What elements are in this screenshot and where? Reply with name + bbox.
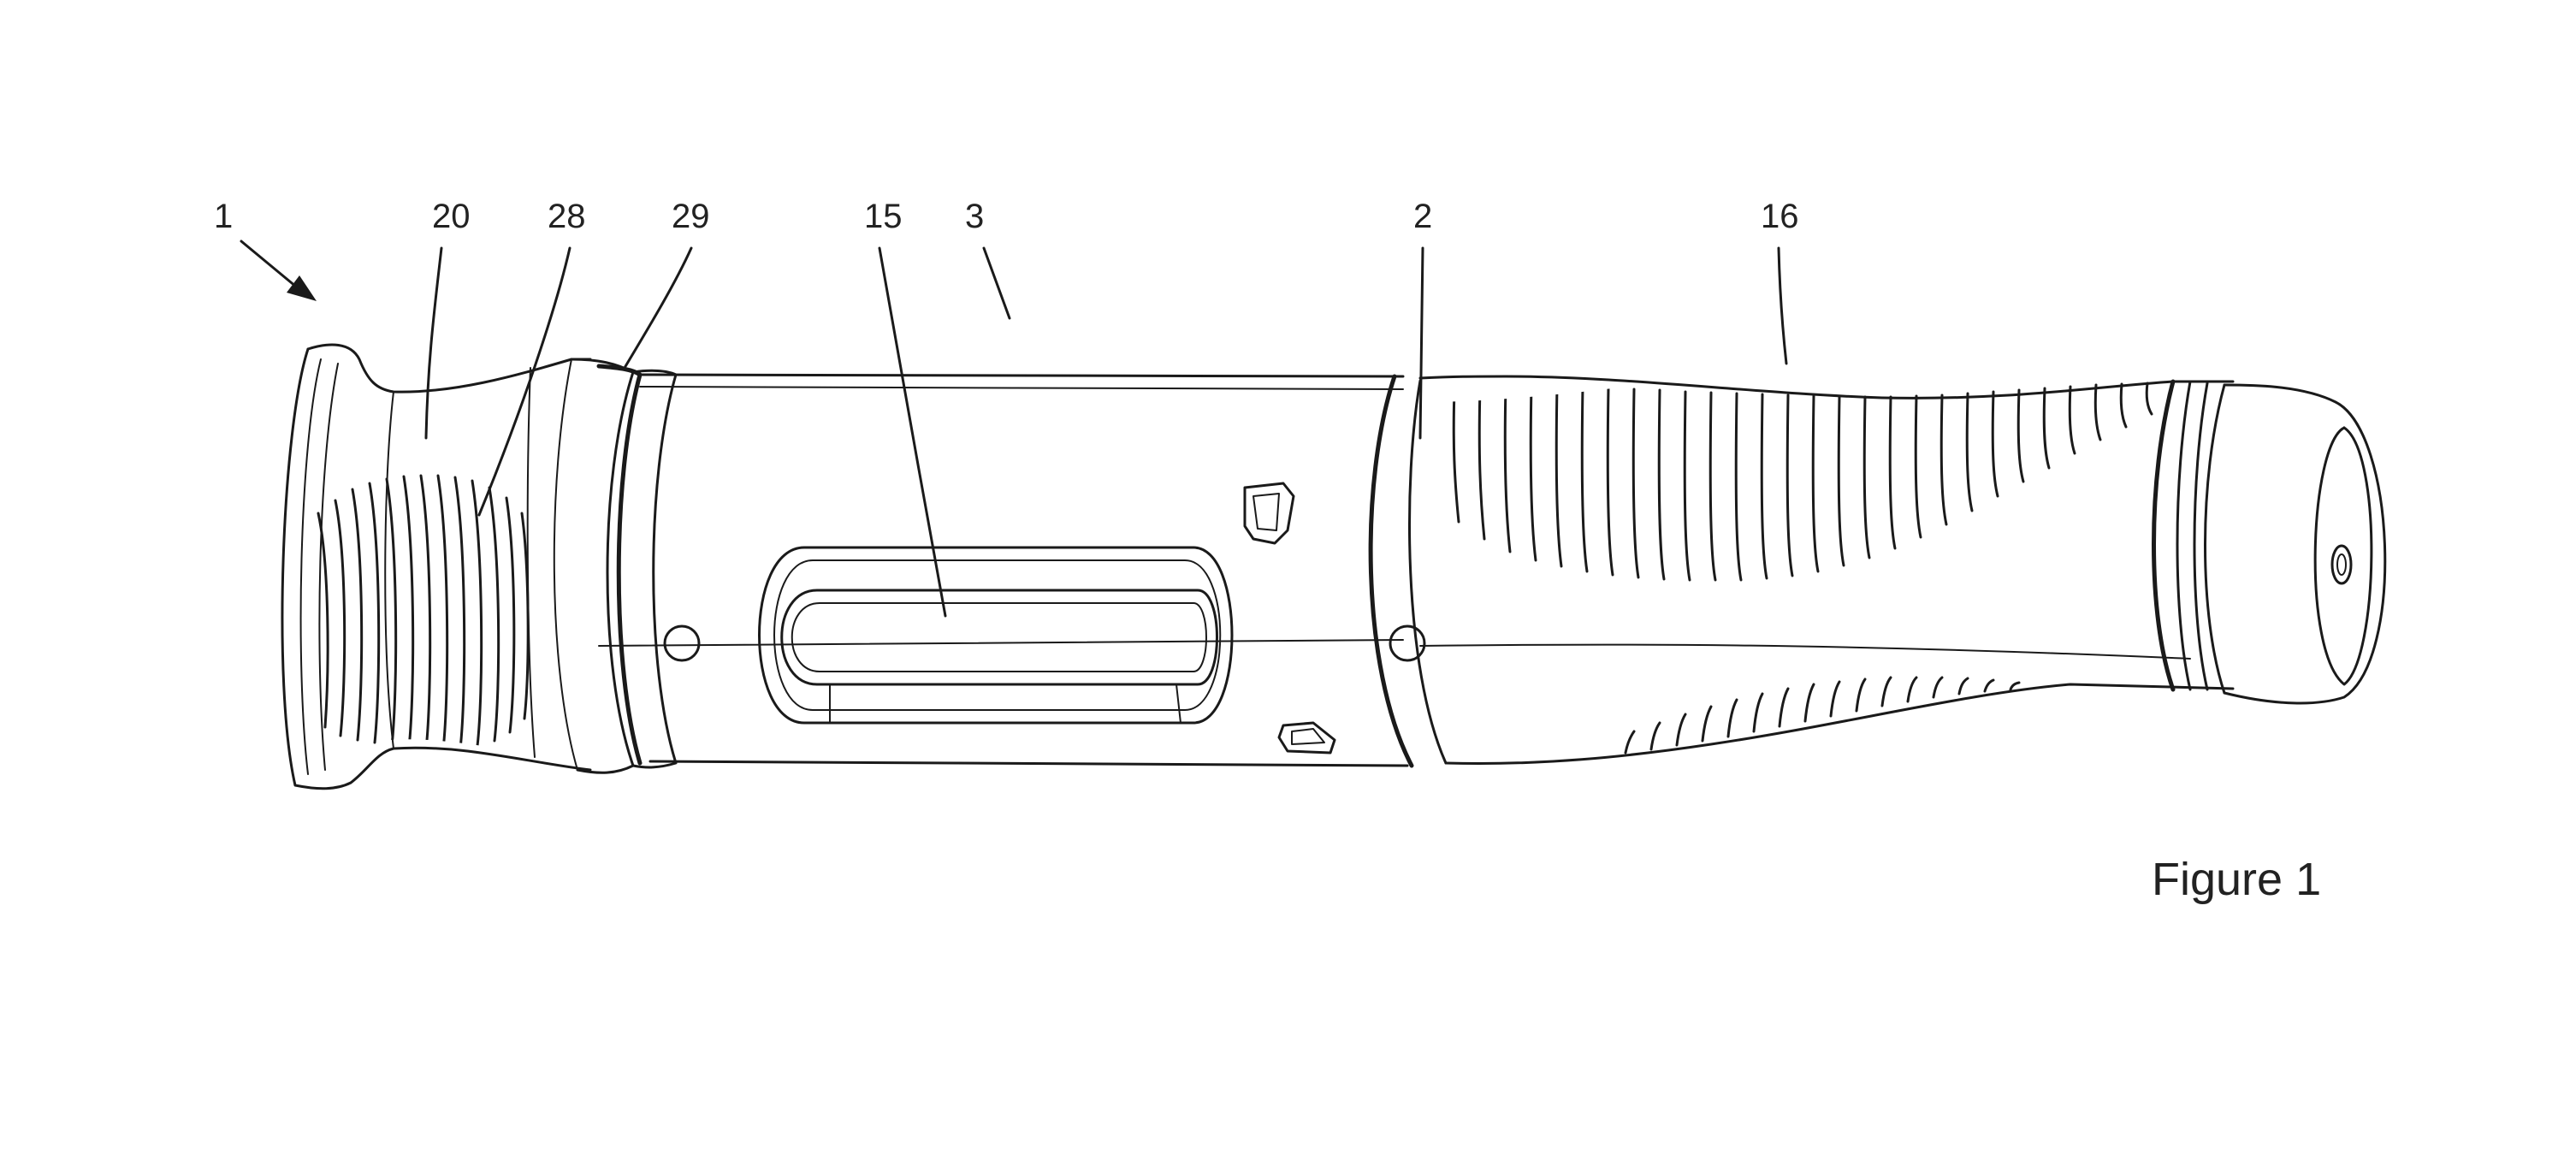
joint: [1368, 374, 1448, 768]
ref-cap-ribs: 28: [548, 198, 586, 235]
figure-caption: Figure 1: [2152, 854, 2321, 905]
handle-ribs-upper: [1452, 382, 2153, 582]
cap-assembly: [281, 343, 592, 790]
handle: [1418, 375, 2235, 766]
lower-clip: [1277, 721, 1336, 755]
arrow-head-icon: [287, 275, 317, 301]
cap-ring: [553, 358, 678, 774]
cap-ribs: [317, 474, 530, 751]
ref-handle-ribs: 16: [1761, 198, 1799, 235]
ref-device: 1: [214, 198, 233, 235]
middle-body: [598, 373, 1426, 767]
upper-clip: [1243, 482, 1295, 545]
ref-cap-ring: 29: [672, 198, 710, 235]
ref-cap-grip: 20: [432, 198, 471, 235]
end-cap: [2152, 379, 2387, 705]
ref-middle-body: 3: [965, 198, 984, 235]
ref-window: 15: [864, 198, 903, 235]
ref-joint: 2: [1413, 198, 1432, 235]
handle-ribs-lower: [1624, 676, 2021, 755]
leader-lines: [240, 240, 1788, 618]
window: [758, 546, 1234, 725]
reference-numerals: 1 20 28 29 15 3 2 16: [214, 198, 1799, 235]
